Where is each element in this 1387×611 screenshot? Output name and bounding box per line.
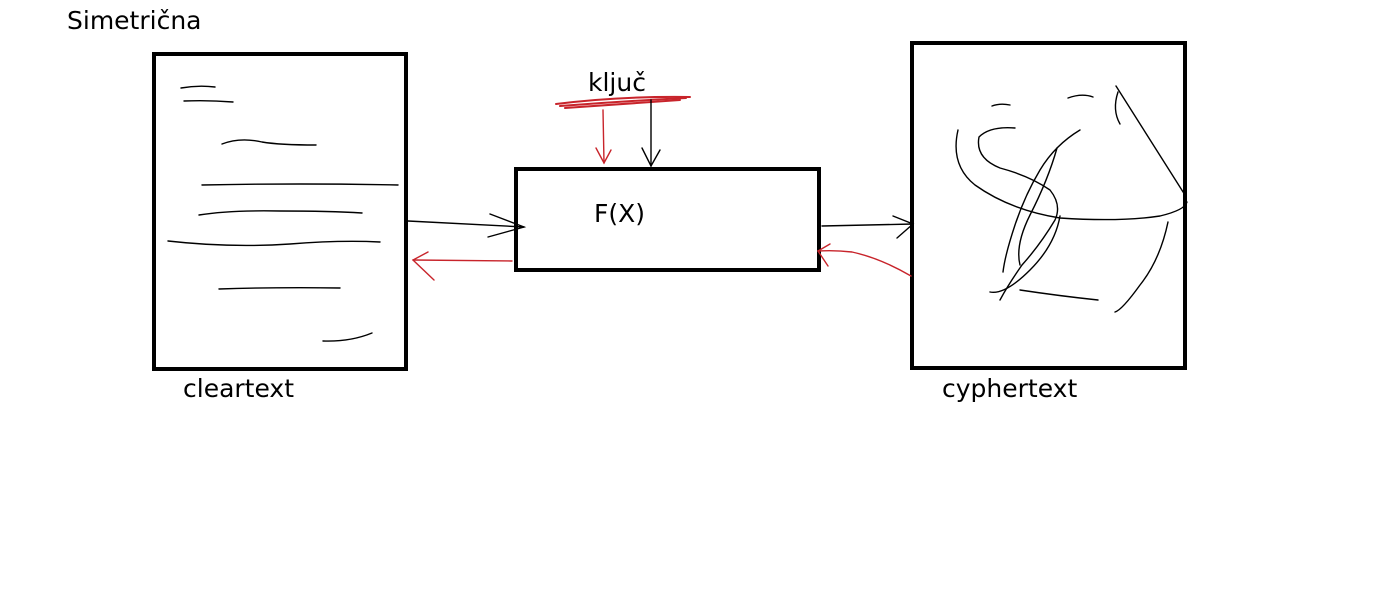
key-arrow-black (641, 99, 661, 168)
function-box (514, 167, 821, 272)
function-to-cyphertext-arrow (821, 215, 915, 239)
cyphertext-label: cyphertext (942, 374, 1078, 403)
function-label: F(X) (594, 199, 646, 228)
key-underline-scribble (555, 95, 691, 109)
diagram-title: Simetrična (67, 6, 202, 35)
cleartext-to-function-arrow (407, 213, 527, 238)
cyphertext-scribbles (955, 85, 1188, 313)
key-arrow-red (595, 109, 612, 165)
cleartext-scribble-lines (167, 85, 399, 342)
cyphertext-to-function-arrow (817, 243, 912, 277)
function-to-cleartext-arrow (411, 251, 513, 281)
cyphertext-box (910, 41, 1187, 370)
cleartext-label: cleartext (183, 374, 295, 403)
cleartext-box (152, 52, 408, 371)
key-label: ključ (588, 68, 646, 97)
